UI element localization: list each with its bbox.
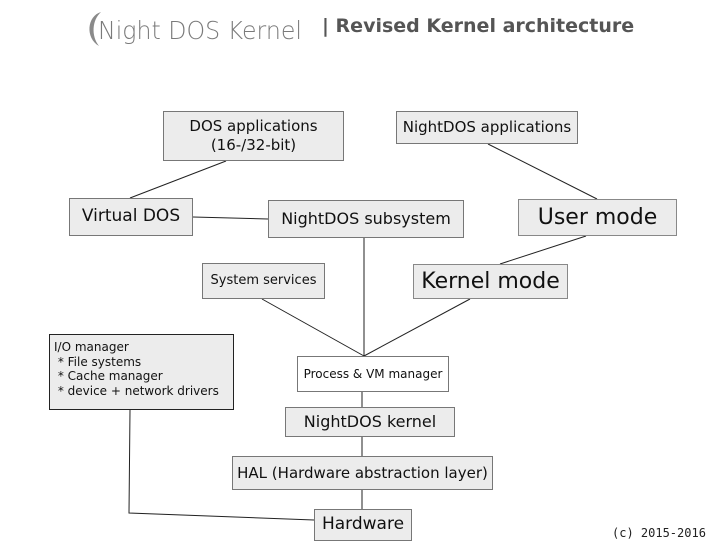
edge-io-manager-hardware bbox=[128, 409, 315, 521]
node-user-mode: User mode bbox=[518, 199, 677, 236]
edge-user-mode-kernel-mode bbox=[499, 235, 587, 265]
edge-system-services-process bbox=[261, 298, 365, 357]
node-io-manager: I/O manager * File systems * Cache manag… bbox=[49, 334, 234, 410]
node-dos-applications: DOS applications (16-/32-bit) bbox=[163, 111, 344, 161]
page-title: | Revised Kernel architecture bbox=[322, 15, 635, 37]
node-nightdos-kernel: NightDOS kernel bbox=[285, 407, 455, 437]
edge-dos-apps-virtual-dos bbox=[129, 160, 227, 199]
node-nightdos-subsystem: NightDOS subsystem bbox=[268, 200, 464, 238]
edge-nightdos-apps-user-mode bbox=[487, 143, 598, 200]
node-hardware: Hardware bbox=[314, 509, 412, 541]
edge-virtual-dos-subsystem bbox=[192, 216, 269, 220]
node-nightdos-applications: NightDOS applications bbox=[396, 111, 578, 144]
node-kernel-mode: Kernel mode bbox=[413, 264, 568, 299]
logo-text: Night DOS Kernel bbox=[98, 16, 302, 45]
logo: Night DOS Kernel bbox=[89, 12, 302, 46]
edge-kernel-mode-process bbox=[363, 298, 471, 357]
crescent-logo-mark bbox=[89, 12, 101, 46]
node-hal: HAL (Hardware abstraction layer) bbox=[232, 456, 493, 490]
node-process-vm-manager: Process & VM manager bbox=[297, 356, 449, 392]
node-virtual-dos: Virtual DOS bbox=[69, 198, 193, 236]
node-system-services: System services bbox=[202, 263, 325, 299]
copyright-text: (c) 2015-2016 bbox=[612, 526, 706, 540]
